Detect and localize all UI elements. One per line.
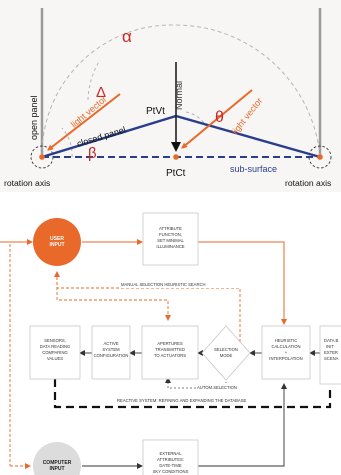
left-outer-arc	[41, 24, 177, 158]
manual-selection-label: MANUAL SELECTION HEURISTIC SEARCH	[121, 282, 206, 287]
heuristic-line-3: +	[285, 350, 288, 355]
database-line-4: SCENA	[324, 356, 339, 361]
sensors-line-3: COMPARING	[42, 350, 68, 355]
heuristic-line-4: INTERPOLATION	[269, 356, 302, 361]
sensors-line-4: VALUES	[47, 356, 63, 361]
apertures-line-2: TRANSMITTED	[155, 347, 185, 352]
active-line-1: ACTIVE	[103, 341, 118, 346]
database-line-3: EXTER	[324, 350, 338, 355]
beta-label: β	[88, 145, 97, 162]
selection-line-1: SELECTION	[214, 347, 238, 352]
computer-input-label-1: COMPUTER	[43, 460, 72, 466]
right-outer-arc	[175, 24, 321, 158]
ptct-point	[173, 154, 179, 160]
external-box	[142, 439, 199, 475]
rotation-axis-left-point	[39, 154, 45, 160]
heuristic-box	[261, 325, 311, 380]
selection-line-2: MODE	[220, 353, 233, 358]
attribute-line-1: ATTRIBUTE	[159, 226, 182, 231]
manual-selection-bg	[119, 278, 241, 288]
active-line-3: CONFIGURATION	[94, 353, 129, 358]
rotation-axis-right-point	[317, 154, 323, 160]
arrow-attribute-to-heuristic	[198, 241, 287, 325]
ptvt-label: PtVt	[146, 106, 165, 117]
sensors-line-2: DATA READING	[40, 344, 71, 349]
external-line-3: DATE-TIME	[159, 463, 181, 468]
delta-arc	[87, 59, 101, 101]
computer-input-node	[33, 442, 81, 475]
database-box	[319, 325, 341, 385]
computer-input-label-2: INPUT	[50, 466, 65, 472]
rotation-axis-left-label: rotation axis	[4, 178, 50, 188]
arrow-external-to-heuristic	[198, 383, 287, 467]
apertures-line-3: TO ACTUATORS	[154, 353, 186, 358]
autom-selection-label: AUTOM.SELECTION	[197, 385, 237, 390]
active-line-2: SYSTEM	[102, 347, 120, 352]
external-line-1: EXTERNAL	[159, 451, 182, 456]
normal-label: Normal	[174, 81, 184, 110]
light-vector-left	[47, 93, 121, 151]
geometry-diagram: α Δ θ β Normal PtVt PtCt light vector li…	[0, 0, 341, 192]
user-input-label-1: USER	[50, 236, 64, 242]
user-input-label-2: INPUT	[50, 242, 65, 248]
reactive-label-bg	[115, 396, 295, 404]
delta-label: Δ	[96, 84, 106, 101]
database-line-2: INIT	[326, 344, 334, 349]
sensors-line-1: SENSORS,	[44, 338, 66, 343]
attribute-line-2: FUNCTION,	[159, 232, 182, 237]
alpha-label: α	[122, 27, 132, 46]
sub-surface-label: sub-surface	[230, 164, 277, 174]
autom-selection-bg	[196, 383, 234, 391]
heuristic-line-2: CALCULATION	[271, 344, 300, 349]
beta-arc	[61, 127, 73, 158]
geometry-background	[0, 0, 341, 192]
ptct-label: PtCt	[166, 168, 186, 179]
flowchart: MANUAL SELECTION HEURISTIC SEARCH AUTOM.…	[0, 196, 341, 475]
rotation-axis-right-circle	[308, 145, 332, 169]
attribute-line-4: ILLUMINANCE	[156, 244, 184, 249]
external-line-2: ATTRIBUTES:	[157, 457, 184, 462]
theta-arc	[185, 111, 207, 127]
rotation-axis-right-label: rotation axis	[285, 178, 331, 188]
open-panel-label: open panel	[29, 95, 39, 140]
apertures-box	[141, 325, 199, 380]
active-box	[91, 325, 131, 380]
selection-mode-diamond	[201, 325, 251, 381]
database-line-1: DATA B	[324, 338, 338, 343]
reactive-system-label: REACTIVE SYSTEM: REFINING AND EXPANDING …	[117, 398, 246, 403]
apertures-line-1: APERTURES	[157, 341, 183, 346]
sensors-box	[29, 325, 81, 380]
reactive-system-loop	[53, 379, 332, 409]
heuristic-line-1: HEURISTIC	[275, 338, 298, 343]
theta-label: θ	[215, 109, 224, 126]
user-input-node	[33, 218, 81, 266]
light-vector-right	[181, 89, 253, 149]
external-line-4: SKY CONDITIONS	[153, 469, 189, 474]
attribute-box	[142, 212, 199, 266]
attribute-line-3: SET MINIMAL	[157, 238, 184, 243]
